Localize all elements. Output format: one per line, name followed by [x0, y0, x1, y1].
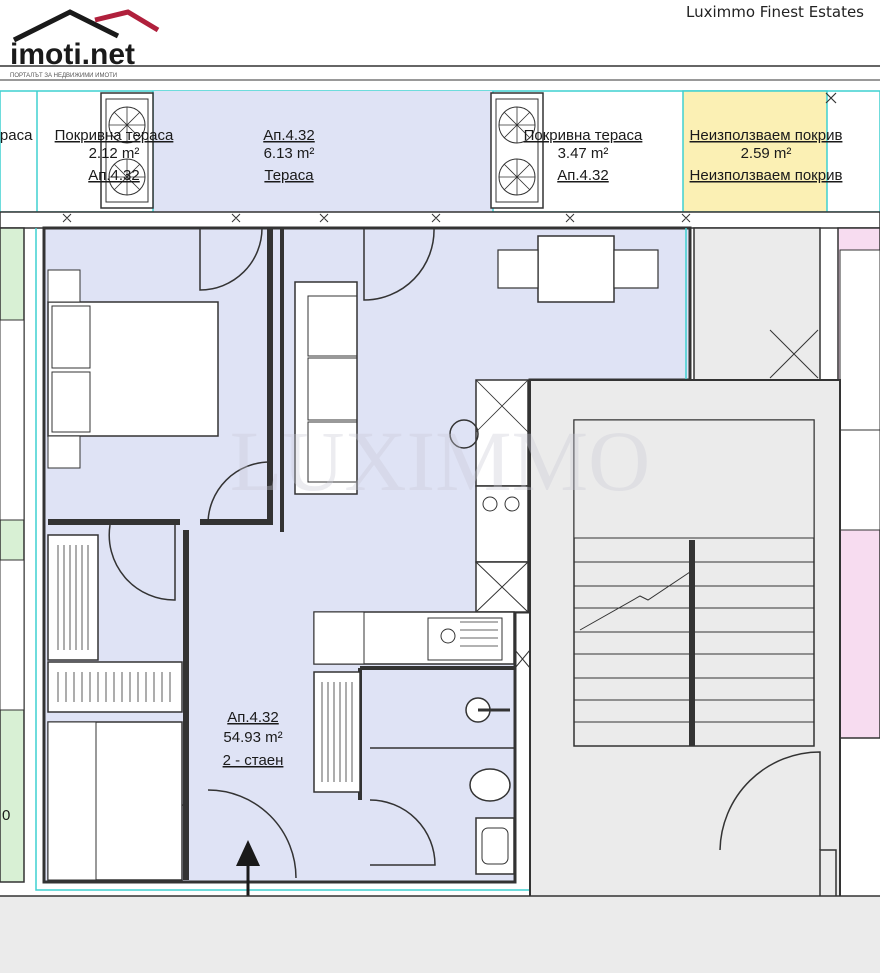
door-entrance [207, 789, 297, 879]
double-bed [47, 269, 219, 469]
roof-window-right [490, 92, 544, 209]
kitchen [313, 379, 529, 665]
terrace-center-area: 6.13 m² [264, 145, 315, 162]
agency-name: Luximmo Finest Estates [686, 3, 864, 21]
terrace-center-unit: Ап.4.32 [263, 127, 315, 144]
staircase [529, 379, 841, 901]
roof-terrace-right-area: 3.47 m² [558, 145, 609, 162]
left-neighbor-window [0, 319, 25, 521]
dining-table [497, 235, 659, 303]
watermark: LUXIMMO [230, 413, 650, 509]
unused-roof-name: Неизползваем покрив [690, 127, 843, 144]
extractor-icon [449, 419, 479, 449]
roof-terrace-right-unit: Ап.4.32 [557, 167, 609, 184]
wardrobe-1 [47, 534, 99, 661]
terrace-center-fill [153, 91, 493, 212]
sofa [294, 281, 358, 495]
right-neighbor-furniture [839, 249, 880, 431]
apartment-area-label: 54.93 m² [223, 729, 282, 746]
roof-terrace-left-name: Покривна тераса [55, 127, 174, 144]
door-bathroom [369, 799, 436, 866]
bathroom-cabinet [313, 671, 361, 793]
storage-room [693, 227, 821, 381]
corridor [0, 896, 880, 973]
bathroom [313, 649, 531, 875]
door-terrace-right [363, 227, 435, 301]
roof-icon [12, 9, 120, 43]
unused-roof-fill [682, 90, 828, 213]
corner-cross-icon [825, 92, 837, 104]
apartment-type-label: 2 - стаен [223, 752, 284, 769]
terrace-left-partial-label: ераса [0, 127, 33, 144]
roof-terrace-right-name: Покривна тераса [524, 127, 643, 144]
logo-tagline: ПОРТАЛЪТ ЗА НЕДВИЖИМИ ИМОТИ [10, 73, 117, 79]
door-closet [108, 524, 176, 601]
roof-terrace-left-unit: Ап.4.32 [88, 167, 140, 184]
bed-single-pillow [47, 721, 97, 881]
roof-terrace-left-area: 2.12 m² [89, 145, 140, 162]
facade-wall [0, 211, 880, 229]
header: imoti.net ПОРТАЛЪТ ЗА НЕДВИЖИМИ ИМОТИ Lu… [0, 0, 880, 88]
kitchen-sink [427, 617, 503, 661]
unused-roof-area: 2.59 m² [741, 145, 792, 162]
stair-door [719, 751, 821, 851]
door-terrace-left [199, 227, 263, 291]
roof-window-left [100, 92, 154, 209]
wardrobe-2 [47, 661, 183, 713]
left-neighbor-closet [0, 559, 25, 711]
unused-roof-name-2: Неизползваем покрив [690, 167, 843, 184]
door-bedroom [207, 461, 271, 525]
apartment-4-32: Ап.4.32 54.93 m² 2 - стаен [35, 226, 692, 952]
left-neighbor-digit: 0 [2, 807, 10, 824]
roof-accent-icon [94, 9, 160, 33]
toilet-icon [469, 768, 511, 802]
right-neighbor-table [839, 429, 880, 531]
terrace-band: ераса Покривна тераса 2.12 m² Ап.4.32 Ап… [0, 90, 880, 213]
terrace-center-name: Тераса [264, 167, 314, 184]
fridge [475, 379, 529, 487]
apartment-unit-label: Ап.4.32 [227, 709, 279, 726]
